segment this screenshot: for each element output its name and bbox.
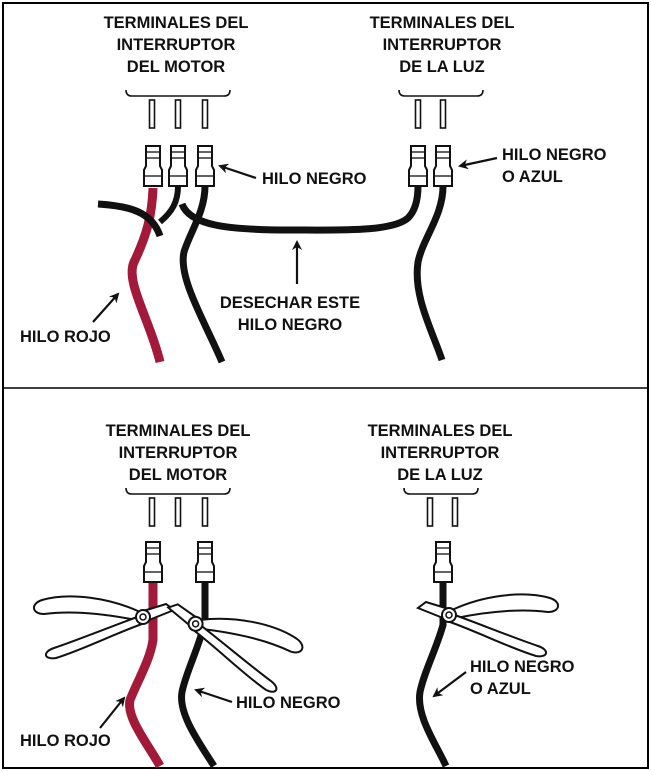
- label-line: DEL MOTOR: [128, 466, 228, 484]
- label-line: HILO NEGRO: [470, 658, 575, 676]
- label-line: DE LA LUZ: [399, 58, 485, 76]
- label-line: TERMINALES DEL: [369, 14, 515, 32]
- motor-bracket-top: [125, 89, 231, 97]
- label-line: HILO NEGRO: [262, 170, 367, 188]
- motor-terminals-label-top: TERMINALES DEL INTERRUPTOR DEL MOTOR: [104, 12, 249, 78]
- prong-icon: [148, 99, 156, 129]
- prong-icon: [451, 497, 459, 527]
- wire-connector-icon: [195, 145, 215, 187]
- black-wire-motor-top: [179, 185, 226, 364]
- prong-icon: [148, 497, 156, 527]
- label-line: TERMINALES DEL: [367, 422, 513, 440]
- arrow-icon: [194, 687, 233, 704]
- prong-icon: [414, 99, 422, 129]
- label-line: HILO NEGRO: [237, 316, 343, 334]
- wire-connector-icon: [168, 145, 188, 187]
- label-line: O AZUL: [502, 168, 563, 186]
- label-line: INTERRUPTOR: [116, 36, 236, 54]
- red-wire-label-bottom: HILO ROJO: [20, 730, 111, 752]
- light-bracket-top: [398, 89, 484, 97]
- black-or-blue-wire-label-bottom: HILO NEGRO O AZUL: [470, 656, 575, 700]
- discard-wire-label: DESECHAR ESTE HILO NEGRO: [220, 292, 360, 336]
- light-terminals-label-bottom: TERMINALES DEL INTERRUPTOR DE LA LUZ: [368, 420, 513, 486]
- black-or-blue-wire-label-top: HILO NEGRO O AZUL: [502, 144, 607, 188]
- label-line: DE LA LUZ: [397, 466, 483, 484]
- label-line: DEL MOTOR: [126, 58, 226, 76]
- prong-icon: [174, 497, 182, 527]
- motor-bracket-bottom: [125, 487, 231, 495]
- motor-terminals-label-bottom: TERMINALES DEL INTERRUPTOR DEL MOTOR: [106, 420, 251, 486]
- red-wire-top: [127, 187, 165, 364]
- arrow-icon: [99, 696, 126, 729]
- label-line: INTERRUPTOR: [382, 36, 502, 54]
- black-wire-loop-top: [158, 185, 181, 225]
- arrow-icon: [432, 671, 467, 698]
- red-wire-label-top: HILO ROJO: [20, 326, 111, 348]
- label-line: HILO NEGRO: [502, 146, 607, 164]
- label-line: INTERRUPTOR: [118, 444, 238, 462]
- discard-black-wire: [178, 185, 422, 234]
- prong-icon: [201, 497, 209, 527]
- pliers-icon: [152, 593, 307, 698]
- prong-icon: [201, 99, 209, 129]
- label-line: DESECHAR ESTE: [219, 294, 361, 312]
- label-line: HILO ROJO: [20, 328, 111, 346]
- arrow-icon: [458, 156, 498, 170]
- prong-icon: [426, 497, 434, 527]
- label-line: TERMINALES DEL: [103, 14, 249, 32]
- black-wire-motor-bottom: [178, 582, 217, 768]
- label-line: O AZUL: [470, 680, 531, 698]
- black-wire-label-top: HILO NEGRO: [262, 168, 367, 190]
- light-terminals-label-top: TERMINALES DEL INTERRUPTOR DE LA LUZ: [370, 12, 515, 78]
- arrow-icon: [92, 292, 120, 323]
- label-line: HILO ROJO: [20, 732, 111, 750]
- label-line: TERMINALES DEL: [105, 422, 251, 440]
- wire-connector-icon: [195, 541, 215, 583]
- wire-connector-icon: [143, 541, 163, 583]
- label-line: HILO NEGRO: [236, 694, 341, 712]
- light-wire-top: [413, 185, 447, 362]
- black-wire-stub-top: [97, 200, 164, 238]
- red-wire-bottom: [125, 582, 164, 769]
- wire-connector-icon: [408, 145, 428, 187]
- light-wire-bottom: [415, 582, 450, 768]
- prong-icon: [174, 99, 182, 129]
- wire-connector-icon: [143, 145, 163, 187]
- label-line: INTERRUPTOR: [380, 444, 500, 462]
- arrow-icon: [218, 163, 257, 180]
- wire-connector-icon: [433, 541, 453, 583]
- wire-connector-icon: [433, 145, 453, 187]
- light-bracket-bottom: [403, 487, 479, 495]
- black-wire-label-bottom: HILO NEGRO: [236, 692, 341, 714]
- prong-icon: [439, 99, 447, 129]
